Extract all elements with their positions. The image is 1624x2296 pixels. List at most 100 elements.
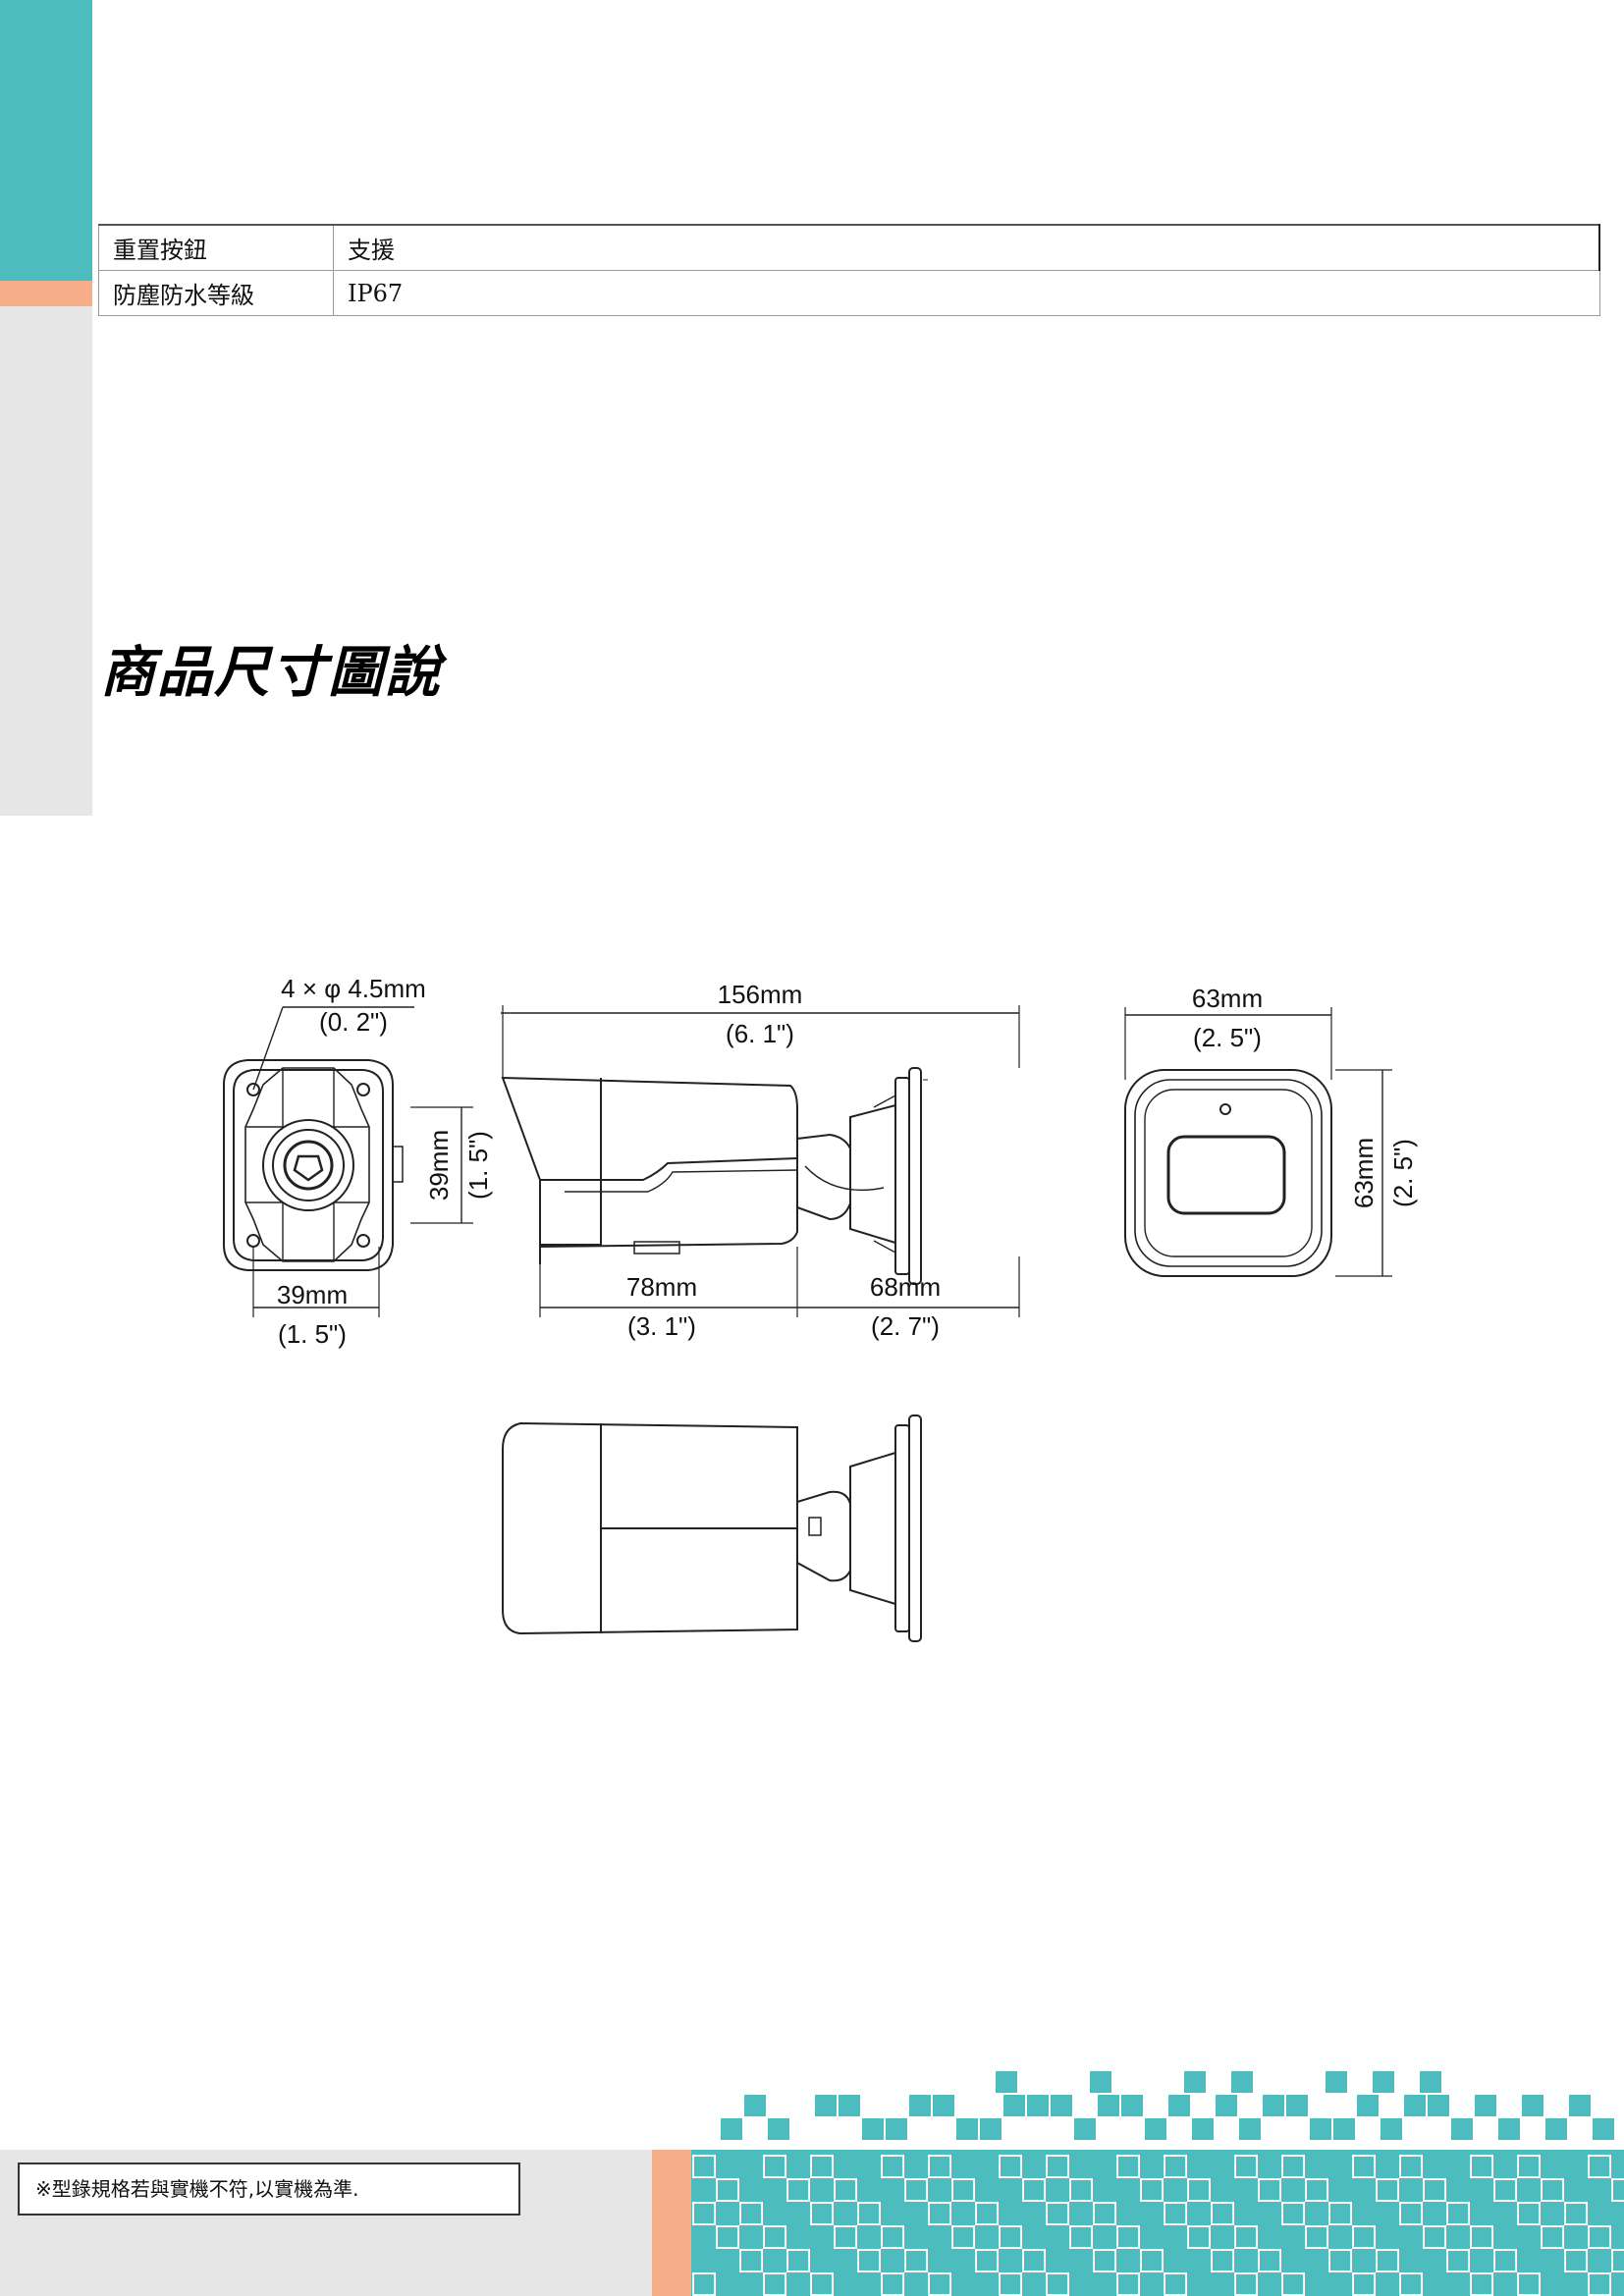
body-length-inch-label: (3. 1") <box>627 1311 696 1341</box>
mosaic-cell <box>1184 2071 1206 2093</box>
mosaic-cell <box>739 2202 763 2225</box>
mount-rear-view <box>223 1006 473 1317</box>
mosaic-cell <box>716 2178 739 2202</box>
mosaic-cell <box>721 2118 742 2140</box>
mosaic-cell <box>1380 2118 1402 2140</box>
mosaic-cell <box>763 2225 786 2249</box>
mosaic-cell <box>1399 2155 1423 2178</box>
mosaic-cell <box>1305 2178 1328 2202</box>
mosaic-cell <box>1352 2225 1376 2249</box>
mosaic-cell <box>1517 2202 1541 2225</box>
mosaic-cell <box>1281 2272 1305 2296</box>
table-row: 防塵防水等級 IP67 <box>98 270 1600 316</box>
mosaic-cell <box>739 2249 763 2272</box>
footer-disclaimer: ※型錄規格若與實機不符,以實機為準. <box>18 2163 520 2216</box>
mosaic-cell <box>839 2095 860 2116</box>
mount-height-inch-label: (1. 5") <box>463 1131 493 1200</box>
spec-key: 防塵防水等級 <box>98 270 334 316</box>
mosaic-cell <box>933 2095 954 2116</box>
length-total-inch-label: (6. 1") <box>726 1019 794 1048</box>
mosaic-cell <box>1446 2202 1470 2225</box>
mosaic-cell <box>1187 2178 1211 2202</box>
mosaic-cell <box>1328 2249 1352 2272</box>
mosaic-cell <box>881 2155 904 2178</box>
front-height-label: 63mm <box>1349 1138 1379 1208</box>
mount-width-inch-label: (1. 5") <box>278 1319 347 1349</box>
mosaic-cell <box>951 2178 975 2202</box>
footer-orange-band <box>652 2150 691 2296</box>
mosaic-cell <box>1258 2178 1281 2202</box>
mosaic-cell <box>692 2155 716 2178</box>
bracket-length-label: 68mm <box>870 1272 941 1302</box>
mosaic-cell <box>1305 2225 1328 2249</box>
mosaic-cell <box>1046 2272 1069 2296</box>
mosaic-cell <box>1404 2095 1426 2116</box>
mosaic-cell <box>996 2071 1017 2093</box>
mosaic-cell <box>1475 2095 1496 2116</box>
mosaic-cell <box>1498 2118 1520 2140</box>
mosaic-cell <box>692 2202 716 2225</box>
mosaic-cell <box>1046 2155 1069 2178</box>
mosaic-cell <box>1376 2178 1399 2202</box>
mosaic-cell <box>810 2155 834 2178</box>
mount-height-label: 39mm <box>424 1130 454 1201</box>
mosaic-cell <box>1234 2272 1258 2296</box>
mosaic-cell <box>763 2272 786 2296</box>
mosaic-cell <box>1352 2272 1376 2296</box>
mosaic-cell <box>1281 2202 1305 2225</box>
mosaic-cell <box>1211 2202 1234 2225</box>
mosaic-cell <box>1116 2155 1140 2178</box>
mosaic-cell <box>980 2118 1001 2140</box>
mosaic-cell <box>1164 2272 1187 2296</box>
spec-key: 重置按鈕 <box>98 224 334 271</box>
mosaic-cell <box>815 2095 837 2116</box>
mosaic-cell <box>1090 2071 1111 2093</box>
mosaic-cell <box>857 2202 881 2225</box>
mosaic-cell <box>1493 2249 1517 2272</box>
mosaic-cell <box>1074 2118 1096 2140</box>
mosaic-cell <box>1428 2095 1449 2116</box>
mosaic-cell <box>1446 2249 1470 2272</box>
mosaic-cell <box>1281 2155 1305 2178</box>
mosaic-cell <box>886 2118 907 2140</box>
mosaic-cell <box>768 2118 789 2140</box>
bracket-length-inch-label: (2. 7") <box>871 1311 940 1341</box>
spec-value: 支援 <box>333 224 1600 271</box>
mosaic-cell <box>1051 2095 1072 2116</box>
mosaic-cell <box>1541 2178 1564 2202</box>
mosaic-cell <box>1145 2118 1166 2140</box>
mosaic-cell <box>1022 2178 1046 2202</box>
mosaic-cell <box>1003 2095 1025 2116</box>
mosaic-cell <box>857 2249 881 2272</box>
mosaic-cell <box>1328 2202 1352 2225</box>
mosaic-cell <box>1168 2095 1190 2116</box>
mosaic-cell <box>1423 2225 1446 2249</box>
mosaic-cell <box>999 2225 1022 2249</box>
mosaic-cell <box>1027 2095 1049 2116</box>
body-length-label: 78mm <box>626 1272 697 1302</box>
mosaic-cell <box>975 2202 999 2225</box>
dimension-drawing: 4 × φ 4.5mm (0. 2") 156mm (6. 1") 63mm (… <box>223 974 1418 1642</box>
mosaic-cell <box>1093 2202 1116 2225</box>
mosaic-cell <box>1098 2095 1119 2116</box>
mosaic-cell <box>1569 2095 1591 2116</box>
mosaic-cell <box>1470 2225 1493 2249</box>
mosaic-cell <box>928 2202 951 2225</box>
mosaic-cell <box>1211 2249 1234 2272</box>
mosaic-cell <box>1333 2118 1355 2140</box>
mosaic-cell <box>1216 2095 1237 2116</box>
mosaic-cell <box>1376 2249 1399 2272</box>
mosaic-cell <box>1326 2071 1347 2093</box>
mosaic-cell <box>786 2178 810 2202</box>
mosaic-cell <box>1517 2155 1541 2178</box>
mosaic-cell <box>744 2095 766 2116</box>
mosaic-cell <box>1046 2202 1069 2225</box>
mosaic-cell <box>1140 2249 1164 2272</box>
mosaic-cell <box>810 2202 834 2225</box>
sidebar-orange-block <box>0 281 92 306</box>
mosaic-cell <box>1588 2272 1611 2296</box>
mosaic-cell <box>1420 2071 1441 2093</box>
mosaic-cell <box>1164 2202 1187 2225</box>
mosaic-cell <box>862 2118 884 2140</box>
mosaic-cell <box>975 2249 999 2272</box>
